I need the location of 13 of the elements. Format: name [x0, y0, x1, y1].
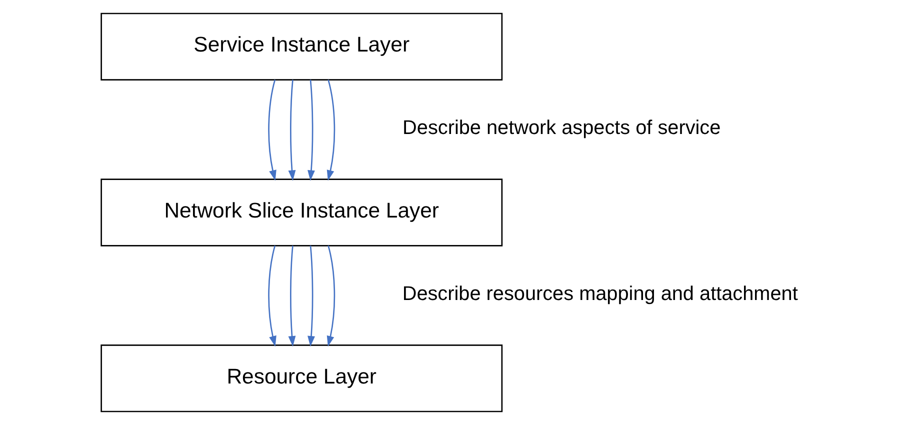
- arrow: [307, 80, 314, 181]
- arrow: [326, 80, 335, 181]
- node-box: Service Instance Layer: [100, 12, 502, 80]
- arrow: [288, 246, 296, 347]
- node-box: Resource Layer: [100, 344, 502, 412]
- arrow: [268, 246, 276, 347]
- label: Describe network aspects of service: [402, 117, 720, 140]
- arrow: [307, 246, 314, 347]
- arrow: [288, 80, 296, 181]
- node-box: Network Slice Instance Layer: [100, 178, 502, 246]
- arrow: [268, 80, 276, 181]
- label: Describe resources mapping and attachment: [402, 283, 798, 306]
- arrow: [326, 246, 335, 347]
